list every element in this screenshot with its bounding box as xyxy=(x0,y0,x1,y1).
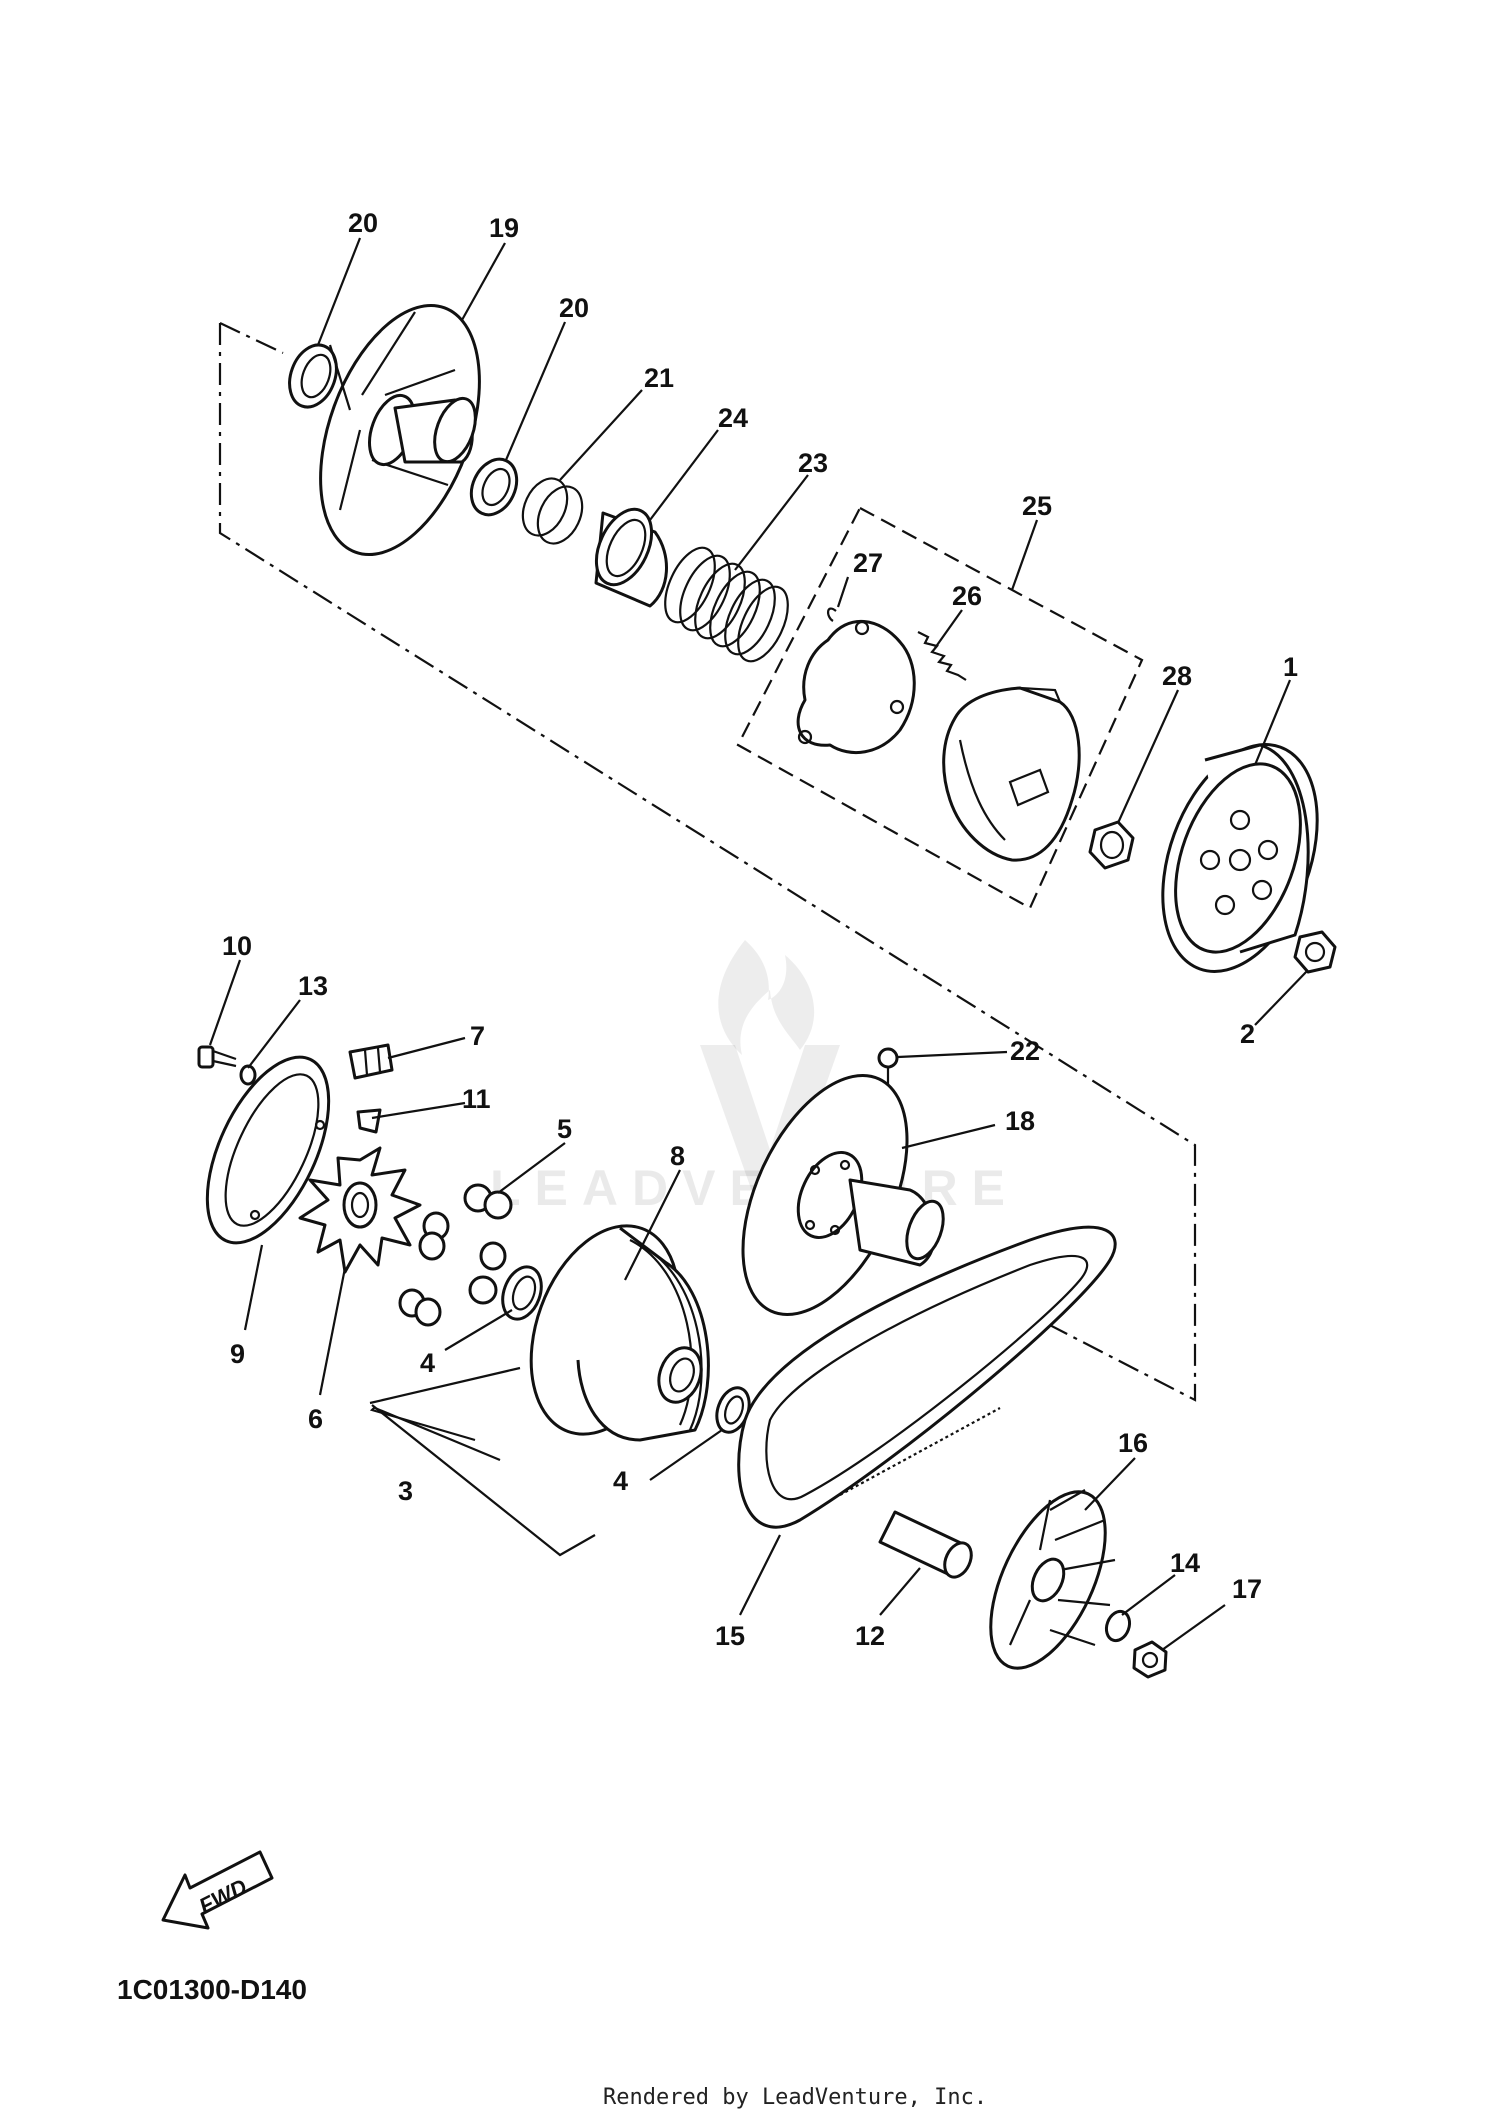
callout-26: 26 xyxy=(952,581,982,611)
watermark-logo xyxy=(700,940,840,1200)
callout-28: 28 xyxy=(1162,661,1192,691)
compression-spring-23 xyxy=(664,546,789,663)
callout-4-upper: 4 xyxy=(420,1348,435,1378)
leader-lines xyxy=(208,237,1309,1651)
slider-7 xyxy=(348,1043,394,1080)
forward-arrow-icon: FWD xyxy=(161,1850,274,1930)
o-rings-21 xyxy=(521,477,584,545)
cam-plate-9 xyxy=(205,1055,331,1245)
bolt-10 xyxy=(197,1045,237,1069)
clutch-group-boundary xyxy=(736,506,1144,910)
collar-4-upper xyxy=(501,1265,543,1321)
primary-sliding-sheave-8 xyxy=(529,1224,710,1442)
callout-14: 14 xyxy=(1170,1548,1200,1578)
washer-13 xyxy=(239,1064,257,1086)
callout-15: 15 xyxy=(715,1621,745,1651)
callout-23: 23 xyxy=(798,448,828,478)
nut-2 xyxy=(1293,930,1337,974)
callout-25: 25 xyxy=(1022,491,1052,521)
slider-11 xyxy=(356,1108,382,1134)
callout-5: 5 xyxy=(557,1114,572,1144)
callout-9: 9 xyxy=(230,1339,245,1369)
v-belt-15 xyxy=(737,1225,1117,1529)
weight-rollers-5 xyxy=(398,1183,513,1327)
oil-seal-20-upper xyxy=(288,343,338,409)
collar-24 xyxy=(594,507,668,608)
callout-19: 19 xyxy=(489,213,519,243)
clutch-shoe-carrier xyxy=(942,686,1081,862)
callout-12: 12 xyxy=(855,1621,885,1651)
nut-17 xyxy=(1132,1640,1168,1679)
callout-3: 3 xyxy=(398,1476,413,1506)
washer-14 xyxy=(1104,1609,1132,1643)
secondary-sheave-19 xyxy=(319,304,481,556)
callout-16: 16 xyxy=(1118,1428,1148,1458)
assembly-boundary xyxy=(218,322,1197,1402)
callout-20-middle: 20 xyxy=(559,293,589,323)
secondary-fixed-sheave-18 xyxy=(741,1073,945,1317)
clutch-plate xyxy=(796,620,916,755)
bracket-3 xyxy=(371,1404,596,1557)
callout-7: 7 xyxy=(470,1021,485,1051)
callout-27: 27 xyxy=(853,548,883,578)
callout-11: 11 xyxy=(462,1084,491,1114)
callout-20-upper: 20 xyxy=(348,208,378,238)
callout-1: 1 xyxy=(1283,652,1298,682)
nut-28 xyxy=(1088,820,1135,870)
circlip-27 xyxy=(827,607,837,622)
spring-26 xyxy=(917,631,967,681)
callout-6: 6 xyxy=(308,1404,323,1434)
callout-24: 24 xyxy=(718,403,748,433)
diagram-code: 1C01300-D140 xyxy=(117,1974,307,2005)
callout-10: 10 xyxy=(222,931,252,961)
callout-2: 2 xyxy=(1240,1019,1255,1049)
primary-fan-sheave-16 xyxy=(989,1489,1116,1670)
callout-21: 21 xyxy=(644,363,674,393)
collar-12 xyxy=(878,1510,973,1579)
primary-fixed-sheave-6 xyxy=(298,1146,422,1274)
callout-22: 22 xyxy=(1010,1036,1040,1066)
clutch-housing-1 xyxy=(1161,743,1319,973)
callout-13: 13 xyxy=(298,971,328,1001)
callout-17: 17 xyxy=(1232,1574,1262,1604)
oil-seal-20-middle xyxy=(469,457,519,517)
callout-18: 18 xyxy=(1005,1106,1035,1136)
callout-8: 8 xyxy=(670,1141,685,1171)
callouts: 20 19 20 21 24 23 25 27 26 28 1 2 10 13 … xyxy=(222,208,1298,1651)
render-credit: Rendered by LeadVenture, Inc. xyxy=(603,2085,987,2110)
callout-4-lower: 4 xyxy=(613,1466,628,1496)
